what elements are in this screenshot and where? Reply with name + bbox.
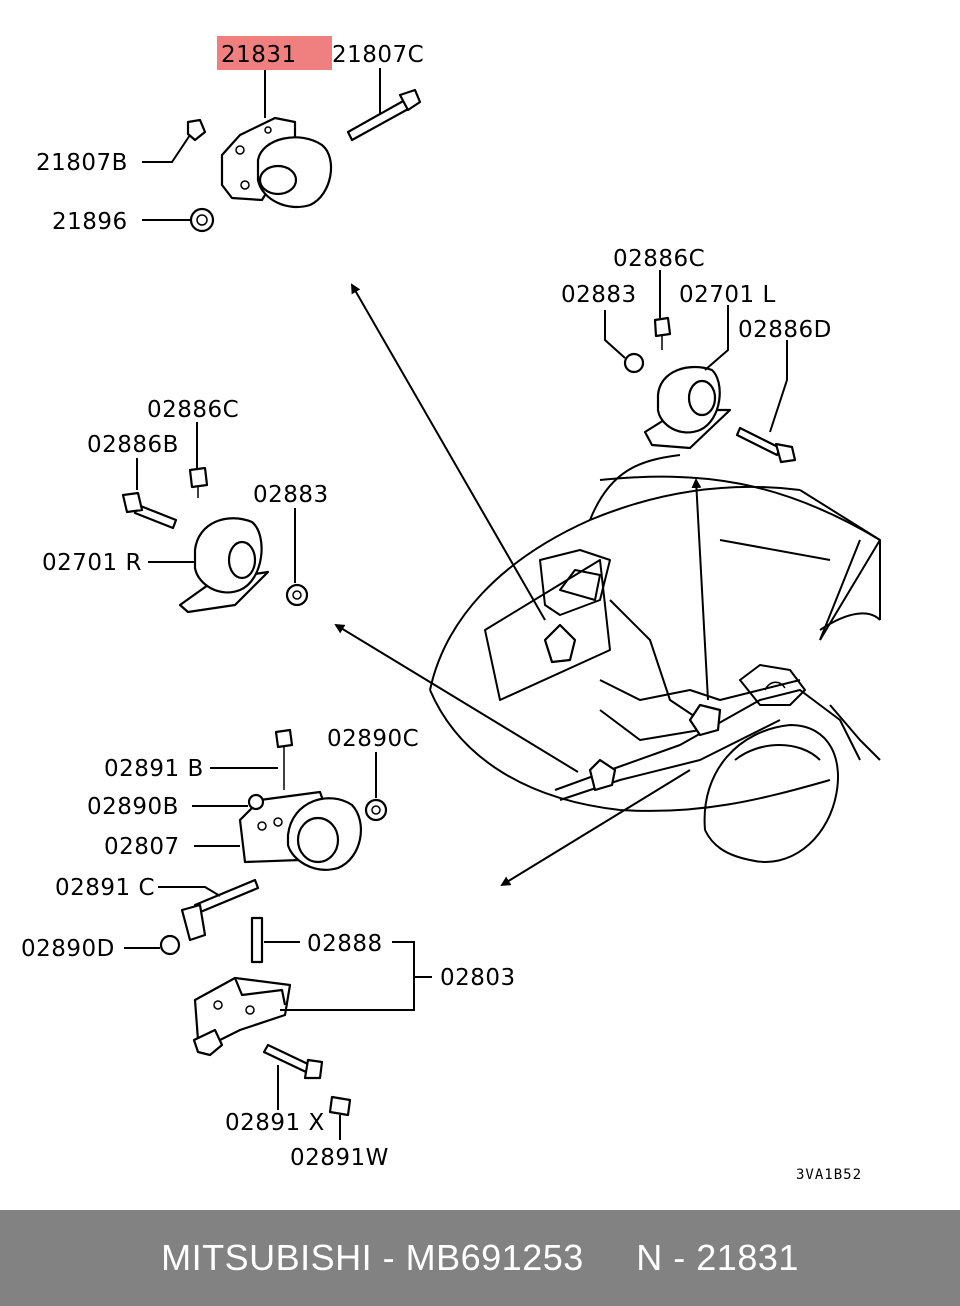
parts-diagram: 21831 21807C 21807B 21896 02886C 02883 0… [21, 36, 881, 1183]
bolt-02891C [180, 878, 260, 942]
label-21831: 21831 [221, 42, 297, 68]
bolt-02891W [328, 1095, 352, 1117]
label-02888: 02888 [307, 931, 383, 957]
label-02883-top: 02883 [561, 282, 637, 308]
nut-02890D [159, 934, 181, 956]
footer-part-number: MB691253 [405, 1237, 584, 1278]
label-02890C: 02890C [327, 726, 419, 752]
label-02883-left: 02883 [253, 482, 329, 508]
stud-02888 [250, 916, 264, 964]
bolt-02886C-top [653, 316, 672, 350]
label-02891W: 02891W [290, 1145, 389, 1171]
bracket-02803 [192, 976, 292, 1057]
nut-02890B [247, 793, 265, 811]
label-21807C: 21807C [332, 42, 424, 68]
label-02890B: 02890B [87, 794, 179, 820]
footer-brand: MITSUBISHI [161, 1237, 373, 1278]
footer-separator: - [372, 1237, 406, 1278]
engine-mount-02807 [238, 790, 362, 871]
bolt-02886B [121, 491, 178, 530]
label-02803: 02803 [440, 965, 516, 991]
label-02891C: 02891 C [55, 875, 155, 901]
bolt-02891B [274, 728, 294, 790]
label-21896: 21896 [52, 209, 128, 235]
bolt-21807C [346, 88, 422, 142]
nut-02883-left [285, 583, 309, 607]
engine-mount-02701L [643, 365, 732, 450]
footer-gap [584, 1237, 637, 1279]
bolt-02886C-left [188, 466, 209, 498]
engine-mount-21831 [220, 116, 333, 209]
label-02886C-left: 02886C [147, 397, 239, 423]
bolt-21807B [186, 118, 207, 142]
arrow-to-02701R [334, 623, 579, 773]
nut-21896 [189, 207, 215, 233]
footer-ref-prefix: N - [636, 1237, 697, 1278]
footer-ref-number: 21831 [696, 1237, 799, 1278]
label-02701L: 02701 L [679, 282, 776, 308]
label-02890D: 02890D [21, 936, 115, 962]
arrow-to-02803 [500, 769, 691, 887]
arrow-to-21831 [351, 283, 546, 621]
footer-bar: MITSUBISHI - MB691253 N - 21831 [0, 1210, 960, 1306]
label-02891X: 02891 X [225, 1110, 325, 1136]
nut-02883-top [623, 352, 645, 374]
nut-02890C [364, 798, 388, 822]
label-02886D: 02886D [738, 317, 832, 343]
label-02886B: 02886B [87, 432, 179, 458]
label-02701R: 02701 R [42, 550, 142, 576]
arrow-to-02701L [691, 478, 709, 701]
leader-lines [124, 68, 788, 1140]
engine-mount-02701R [178, 517, 270, 614]
highlight-box [217, 36, 332, 70]
label-02891B: 02891 B [104, 756, 204, 782]
diagram-code: 3VA1B52 [796, 1167, 862, 1183]
vehicle-body-outline [429, 454, 881, 863]
bolt-02891X [262, 1043, 324, 1080]
bolt-02886D [735, 426, 797, 464]
label-02886C-top: 02886C [613, 246, 705, 272]
label-21807B: 21807B [36, 150, 128, 176]
label-02807: 02807 [104, 834, 180, 860]
